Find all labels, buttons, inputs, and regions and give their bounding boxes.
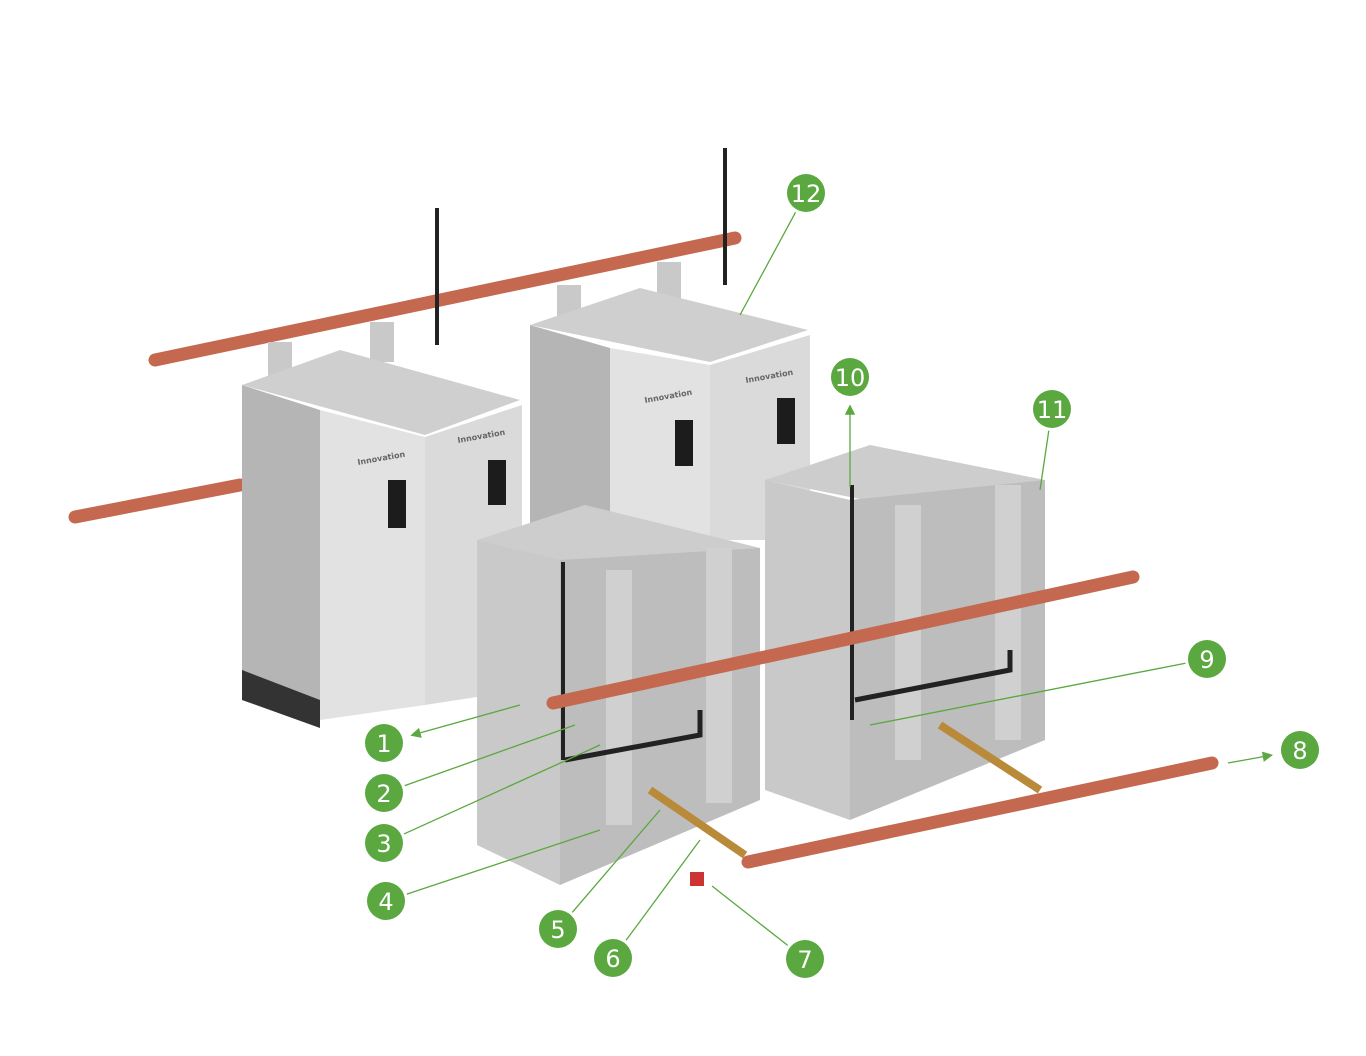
callout-leader-line xyxy=(404,724,576,787)
callout-badge-7 xyxy=(786,940,824,978)
callout-badge-2 xyxy=(365,774,403,812)
callout-number: 7 xyxy=(797,946,812,974)
boiler-pair-back-right: Innovation Innovation xyxy=(530,262,810,540)
callout-leader-line xyxy=(410,704,521,738)
callout-badge-3 xyxy=(365,824,403,862)
back-header-pipe xyxy=(68,148,742,524)
callout-number: 12 xyxy=(791,180,822,208)
front-header-pipes xyxy=(546,570,1219,886)
boiler-pair-back-left: Innovation Innovation xyxy=(242,322,522,728)
callout-leader-line xyxy=(406,829,601,895)
callout-leader-line xyxy=(1227,751,1274,764)
condensate-neutralizer-icon xyxy=(690,872,704,886)
callout-leader-line xyxy=(571,809,661,913)
callout-leader-line xyxy=(403,744,601,835)
callout-number: 9 xyxy=(1199,646,1214,674)
callout-badge-1 xyxy=(365,724,403,762)
callout-badge-4 xyxy=(367,882,405,920)
callout-number: 10 xyxy=(835,364,866,392)
callout-leader-line xyxy=(739,212,797,316)
callout-number: 2 xyxy=(376,780,391,808)
callout-badge-11 xyxy=(1033,390,1071,428)
boiler-pair-front-right xyxy=(765,445,1045,820)
callout-number: 1 xyxy=(376,730,391,758)
callout-number: 8 xyxy=(1292,737,1307,765)
callout-badge-10 xyxy=(831,358,869,396)
callout-number: 5 xyxy=(550,916,565,944)
callout-number: 4 xyxy=(378,888,393,916)
callout-leader-line xyxy=(711,885,789,946)
callout-leader-line xyxy=(1039,430,1050,491)
callout-badge-9 xyxy=(1188,640,1226,678)
callout-number: 6 xyxy=(605,945,620,973)
callout-number: 11 xyxy=(1037,396,1068,424)
callout-number: 3 xyxy=(376,830,391,858)
callout-leader-line xyxy=(625,839,701,941)
callout-badge-8 xyxy=(1281,731,1319,769)
callout-badge-5 xyxy=(539,910,577,948)
callout-leader-line xyxy=(869,662,1186,726)
boiler-pair-front-left xyxy=(477,505,760,885)
callout-badge-12 xyxy=(787,174,825,212)
callout-badge-6 xyxy=(594,939,632,977)
